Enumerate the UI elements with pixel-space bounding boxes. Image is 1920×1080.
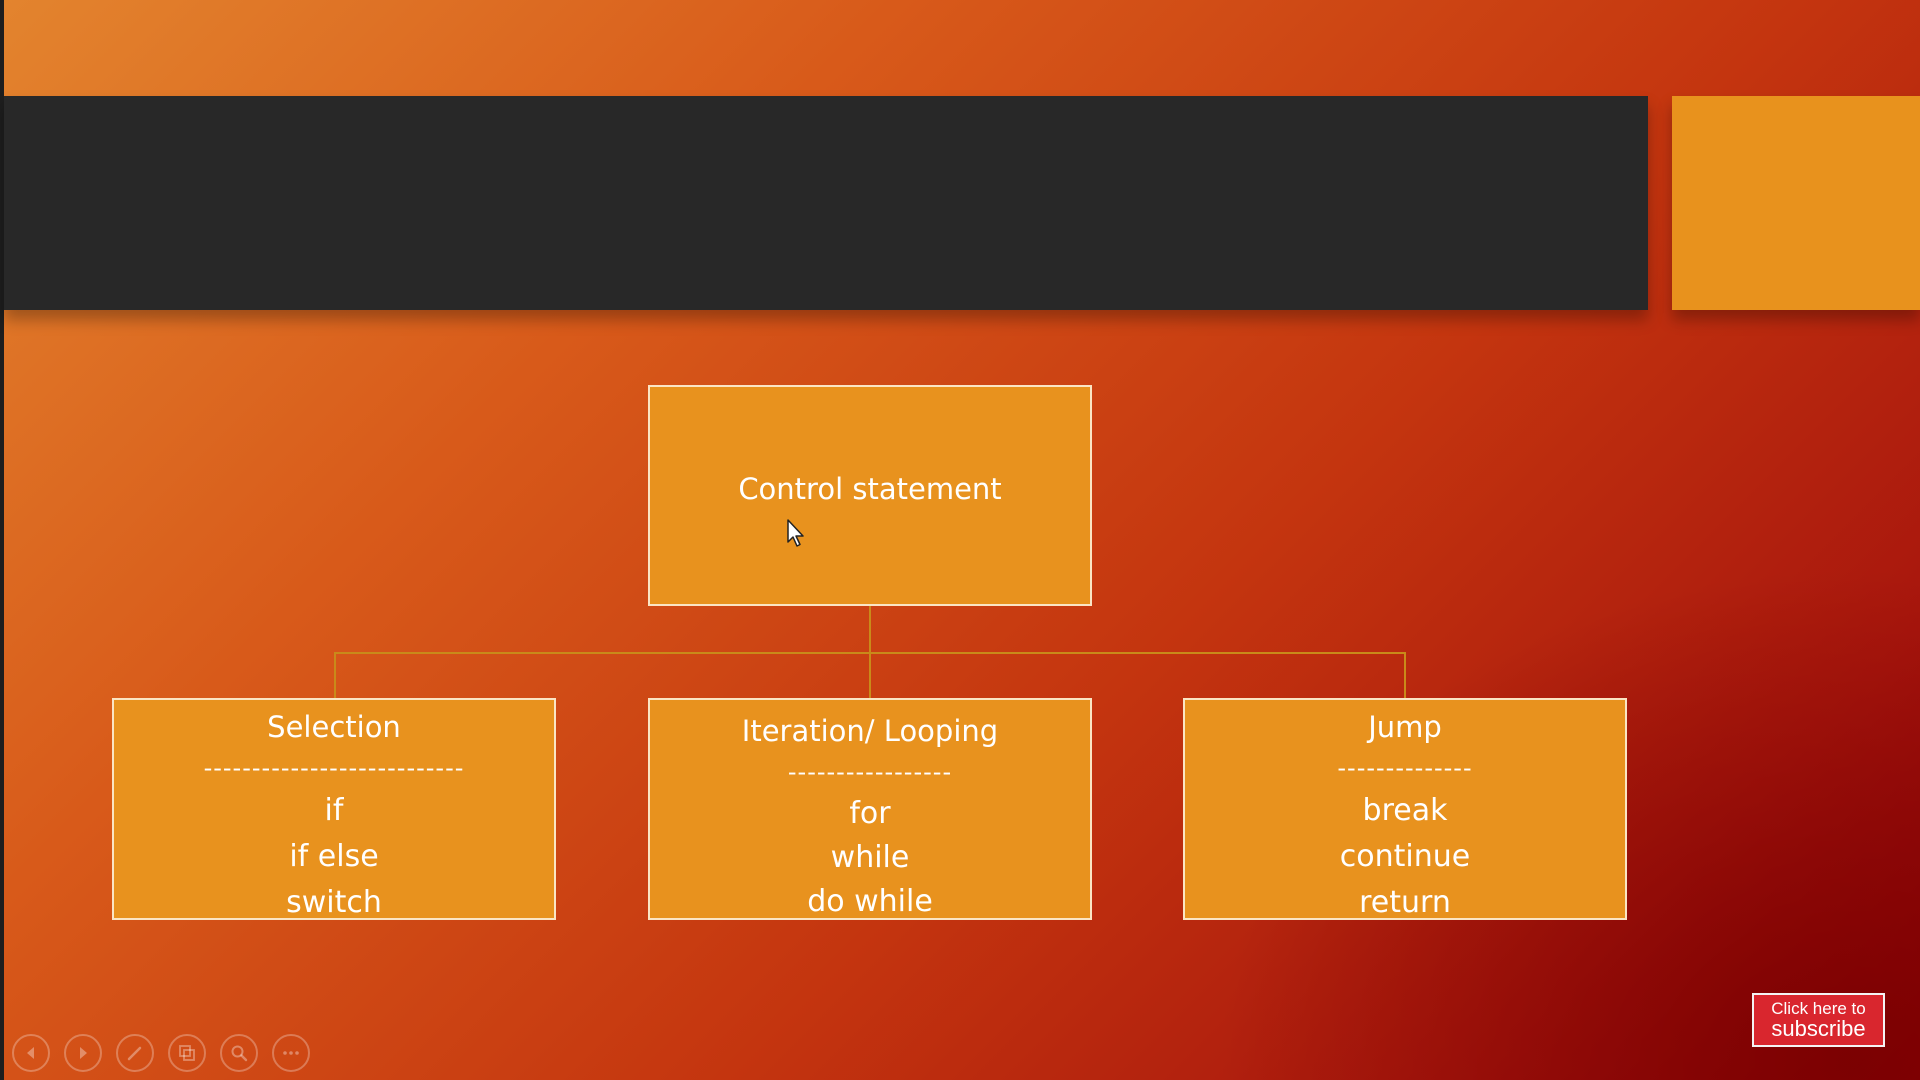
root-node-control-statement: Control statement	[648, 385, 1092, 606]
node-item: continue	[1339, 839, 1471, 874]
see-all-slides-button[interactable]	[168, 1034, 206, 1072]
node-heading: Selection	[267, 710, 401, 744]
node-item: for	[849, 796, 891, 831]
node-separator: ---------------------------	[203, 754, 465, 782]
accent-box	[1672, 96, 1920, 310]
node-heading: Iteration/ Looping	[741, 714, 999, 748]
previous-slide-button[interactable]	[12, 1034, 50, 1072]
child-node-selection: Selection --------------------------- if…	[112, 698, 556, 920]
more-options-button[interactable]	[272, 1034, 310, 1072]
node-item: switch	[286, 885, 382, 920]
child-node-iteration: Iteration/ Looping ----------------- for…	[648, 698, 1092, 920]
node-item: if else	[289, 839, 379, 874]
mouse-cursor-icon	[787, 519, 804, 547]
node-separator: -----------------	[787, 758, 953, 786]
node-item: do while	[807, 884, 933, 919]
connector-horizontal	[334, 652, 1406, 654]
subscribe-line2: subscribe	[1771, 1016, 1866, 1041]
node-item: return	[1359, 885, 1451, 920]
more-icon	[283, 1051, 299, 1055]
presenter-toolbar	[12, 1034, 310, 1074]
subscribe-button[interactable]: Click here to subscribe	[1752, 993, 1885, 1047]
next-slide-button[interactable]	[64, 1034, 102, 1072]
node-item: if	[324, 793, 344, 828]
node-heading: Jump	[1368, 710, 1442, 744]
node-separator: --------------	[1337, 754, 1473, 782]
connector-left-vertical	[334, 652, 336, 698]
zoom-button[interactable]	[220, 1034, 258, 1072]
root-node-label: Control statement	[738, 471, 1002, 506]
child-node-jump: Jump -------------- break continue retur…	[1183, 698, 1627, 920]
node-item: break	[1362, 793, 1448, 828]
pen-icon	[127, 1046, 142, 1061]
next-icon	[80, 1047, 87, 1059]
left-edge	[0, 0, 4, 1080]
pen-tool-button[interactable]	[116, 1034, 154, 1072]
title-bar	[4, 96, 1648, 310]
connector-right-vertical	[1404, 652, 1406, 698]
subscribe-line1: Click here to	[1771, 999, 1866, 1018]
previous-icon	[27, 1047, 34, 1059]
zoom-icon	[231, 1045, 248, 1062]
node-item: while	[830, 840, 910, 875]
slides-icon	[179, 1045, 195, 1061]
